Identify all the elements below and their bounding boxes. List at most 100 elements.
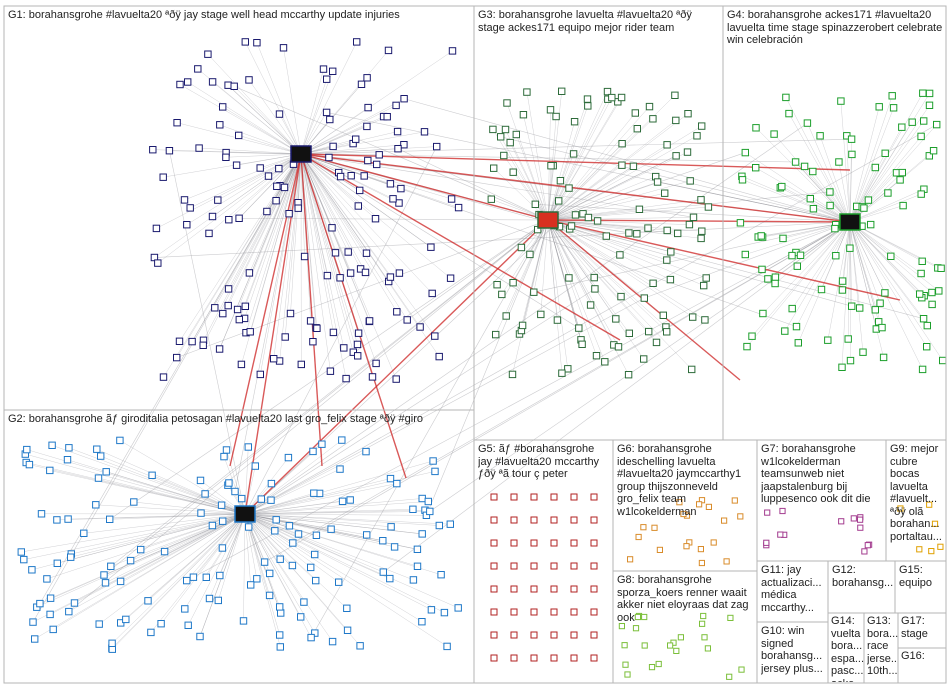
edge-g1 (217, 153, 302, 201)
edge-g3 (547, 219, 622, 297)
edge-g2 (244, 501, 343, 515)
edge-g4 (849, 221, 881, 304)
node-g1 (323, 271, 332, 280)
edge-g4 (742, 179, 851, 223)
node-g2 (266, 569, 274, 578)
edge-g1 (212, 81, 302, 155)
node-g4 (916, 290, 924, 298)
edge-g2 (68, 513, 246, 520)
edge-g1 (300, 153, 334, 333)
node-g2 (102, 468, 110, 476)
node-g3 (672, 116, 680, 125)
edge-g3 (547, 144, 668, 221)
edge-g1 (300, 71, 333, 155)
edge-g3 (503, 155, 549, 221)
cross-group-edge (244, 122, 808, 515)
node-g3 (688, 365, 696, 374)
node-g2 (435, 521, 444, 530)
node-g2 (294, 530, 303, 538)
node-g4 (809, 167, 817, 176)
edge-g2 (164, 513, 246, 552)
node-g2 (189, 573, 198, 581)
node-g3 (704, 203, 713, 211)
node-g4 (889, 104, 898, 112)
edge-g2 (50, 513, 246, 615)
edge-g2 (244, 471, 436, 515)
node-g3 (663, 328, 671, 336)
node-g4 (881, 289, 889, 297)
node-g1 (448, 47, 457, 55)
node-g2 (427, 606, 436, 614)
node-g2 (343, 604, 351, 612)
node-g3 (616, 251, 624, 259)
node-g1 (235, 315, 244, 324)
edge-g3 (547, 165, 623, 221)
node-g6 (721, 517, 728, 524)
node-g5 (550, 562, 558, 570)
node-g1 (364, 156, 372, 165)
node-g4 (838, 286, 847, 294)
node-g3 (671, 91, 679, 99)
node-g1 (159, 373, 168, 381)
edge-g3 (547, 219, 558, 321)
node-g1 (393, 308, 401, 316)
node-g6 (710, 539, 717, 546)
node-g1 (428, 289, 436, 298)
node-g1 (246, 328, 254, 336)
edge-g3 (540, 219, 549, 315)
edge-g1 (273, 153, 302, 359)
node-g2 (67, 553, 75, 561)
group-label-g2: G2: borahansgrohe ãƒ giroditalia petosag… (8, 413, 424, 425)
edge-g2 (244, 513, 442, 575)
edge-g4 (849, 221, 884, 358)
node-g2 (413, 545, 422, 553)
node-g4 (871, 306, 879, 314)
node-g1 (336, 274, 344, 282)
node-g3 (489, 125, 497, 134)
node-g5 (570, 585, 578, 593)
node-g3 (684, 110, 692, 118)
node-g4 (837, 97, 845, 105)
node-g2 (46, 466, 54, 475)
node-g1 (225, 216, 233, 224)
node-g7 (764, 509, 771, 516)
edge-g2 (56, 513, 246, 521)
node-g4 (770, 130, 778, 138)
edge-g1 (300, 153, 351, 274)
edge-g3 (512, 219, 549, 375)
node-g2 (160, 547, 169, 556)
node-g1 (331, 249, 340, 257)
edge-g4 (762, 221, 851, 314)
edge-g1 (300, 50, 389, 155)
node-g3 (697, 234, 705, 243)
node-g2 (362, 447, 370, 456)
node-g2 (216, 571, 224, 580)
edge-g1 (260, 153, 302, 375)
node-g4 (796, 251, 805, 260)
edge-g3 (547, 219, 637, 235)
node-g2 (409, 576, 418, 584)
node-g1 (273, 182, 281, 191)
node-g4 (898, 168, 906, 177)
node-g4 (928, 300, 936, 309)
group-label-g1: G1: borahansgrohe #lavuelta20 ªðÿ jay st… (8, 9, 400, 21)
node-g3 (584, 102, 592, 110)
edge-g3 (523, 114, 549, 221)
node-g1 (427, 243, 435, 251)
group-label-g4: G4: borahansgrohe ackes171 #lavuelta20 l… (727, 9, 943, 46)
edge-g1 (300, 148, 399, 155)
node-g8 (621, 642, 628, 649)
node-g2 (260, 558, 269, 566)
edge-g3 (547, 219, 657, 343)
node-g5 (550, 585, 558, 593)
node-g4 (918, 257, 926, 266)
node-g4 (844, 335, 852, 343)
edge-g3 (547, 219, 706, 321)
node-g3 (685, 220, 694, 229)
node-g3 (556, 177, 565, 185)
node-g4 (792, 322, 801, 331)
edge-g3 (505, 219, 549, 317)
node-g4 (887, 252, 895, 261)
node-g1 (285, 210, 293, 218)
node-g2 (147, 628, 155, 637)
